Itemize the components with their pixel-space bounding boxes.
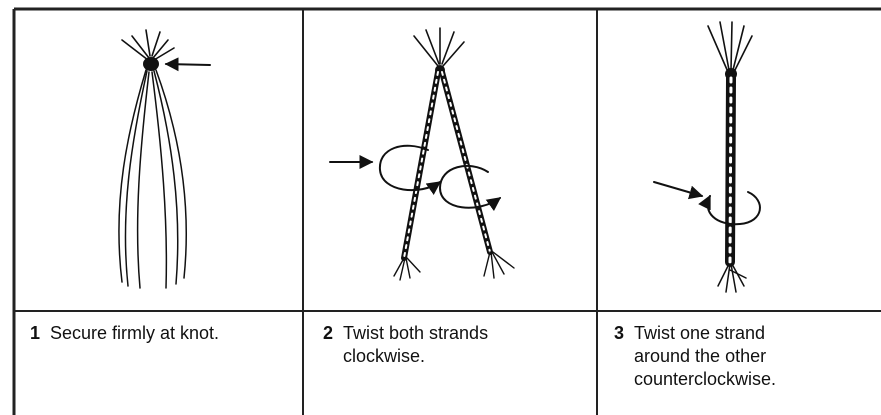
panel-grid bbox=[12, 7, 881, 415]
caption-line: clockwise. bbox=[343, 346, 426, 366]
rope bbox=[725, 73, 736, 267]
step-number: 2 bbox=[323, 323, 334, 343]
knot bbox=[143, 57, 159, 71]
knot-arrow bbox=[164, 57, 211, 72]
caption-line: around the other bbox=[634, 346, 767, 366]
rotation-arrow-left bbox=[378, 144, 442, 195]
cord-tuft bbox=[121, 29, 175, 61]
caption-line: Twist both strands bbox=[343, 323, 489, 343]
panel-3-illustration bbox=[653, 21, 761, 293]
step-number: 3 bbox=[614, 323, 625, 343]
twisted-strand-left bbox=[393, 69, 441, 281]
caption-line: Secure firmly at knot. bbox=[50, 323, 220, 343]
caption-line: counterclockwise. bbox=[634, 369, 777, 389]
rotation-arrow-right bbox=[438, 164, 502, 212]
caption-line: Twist one strand bbox=[634, 323, 766, 343]
panel-2-illustration bbox=[329, 27, 515, 281]
cord-tuft bbox=[413, 27, 465, 67]
rotation-arrow bbox=[698, 191, 761, 226]
cord-tuft bbox=[707, 21, 753, 73]
hanging-strands bbox=[118, 69, 188, 289]
step-number: 1 bbox=[30, 323, 41, 343]
twist-arrow bbox=[653, 181, 704, 200]
rope-end-tuft bbox=[717, 263, 747, 293]
twisted-strand-right bbox=[439, 69, 515, 279]
panel-1-illustration bbox=[118, 29, 211, 289]
